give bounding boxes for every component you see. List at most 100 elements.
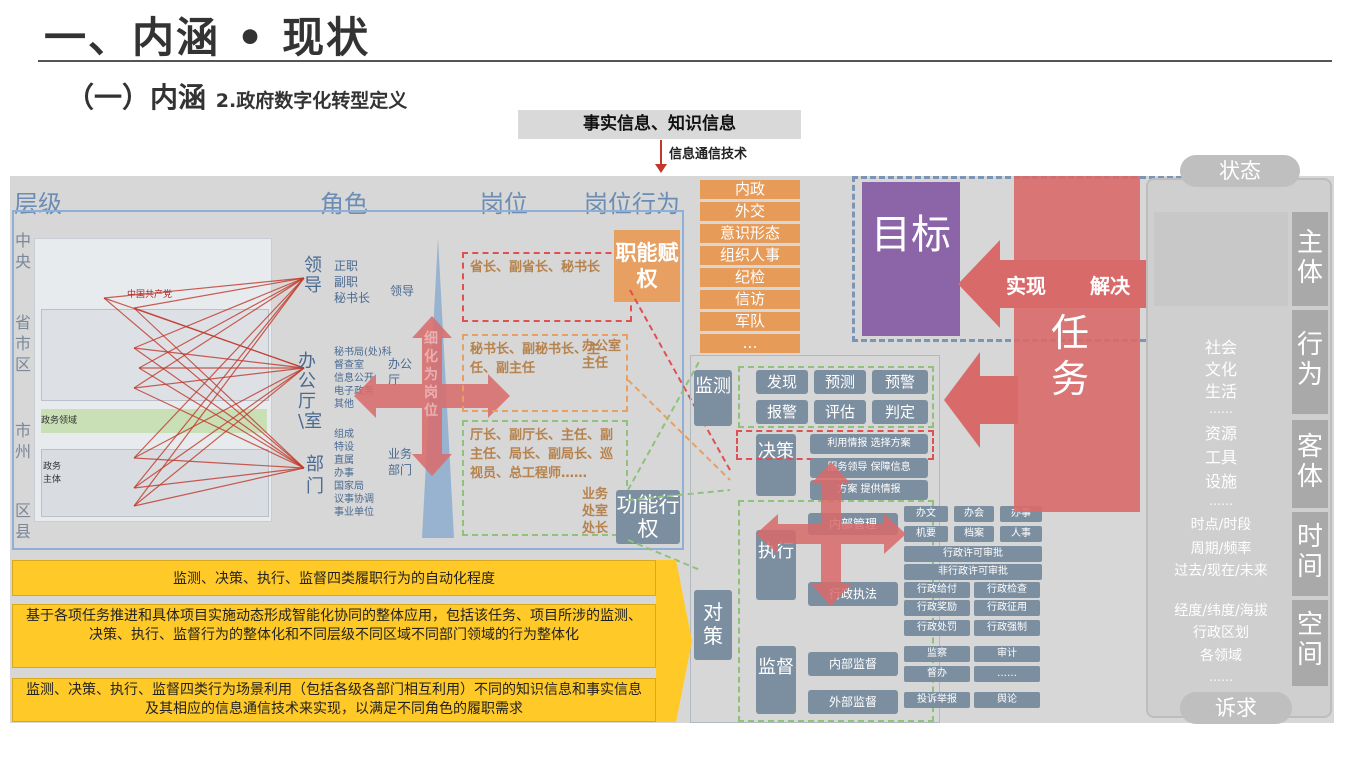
supervise-item: 审计 (974, 646, 1040, 662)
cat-space: 空间 (1292, 600, 1328, 686)
role-connection-lines (103, 277, 305, 507)
note-scenario: 监测、决策、执行、监督四类行为场景利用（包括各级各部门相互利用）不同的知识信息和… (12, 678, 656, 722)
object-item: 工具 (1204, 448, 1237, 467)
post-office: 秘书长、副秘书长、主任、副主任 (462, 334, 628, 412)
execute-item: 办文 (904, 506, 948, 522)
role-leader: 领导 (304, 255, 322, 296)
time-item: 时点/时段 (1190, 517, 1252, 533)
connection-line (133, 307, 305, 369)
role-dept-items: 组成特设直属办事国家局议事协调事业单位 (334, 429, 374, 518)
task-left-arrow (944, 352, 1018, 448)
time-item: 周期/频率 (1190, 541, 1252, 557)
connection-line (133, 307, 305, 469)
connection-line (103, 277, 305, 299)
monitor-item: 预警 (872, 370, 928, 394)
object-item: 设施 (1204, 472, 1237, 491)
supervise-internal: 内部监督 (808, 652, 898, 676)
connection-line (133, 277, 305, 459)
cat-behavior: 行为 (1292, 310, 1328, 414)
supervise-item: 舆论 (974, 692, 1040, 708)
role-office: 办公厅\室 (298, 351, 323, 432)
state-ellipse: 状态 (1180, 155, 1300, 187)
politics-item: 外交 (700, 202, 800, 221)
level-county: 区县 (14, 501, 31, 541)
section-title-main: （一）内涵 (66, 81, 207, 114)
behavior-item: 社会 (1204, 338, 1237, 357)
politics-item: 军队 (700, 312, 800, 331)
space-item: …… (1209, 670, 1233, 684)
cat-subject: 主体 (1292, 212, 1328, 306)
politics-item: 意识形态 (700, 224, 800, 243)
decide-item: 利用情报 选择方案 (810, 434, 928, 454)
action-cross-arrow (756, 462, 906, 606)
post-dept: 厅长、副厅长、主任、副主任、局长、副局长、巡视员、总工程师…… (462, 420, 628, 536)
monitor-item: 报警 (756, 400, 808, 424)
section-title: （一）内涵 2.政府数字化转型定义 (66, 76, 407, 116)
connection-line (133, 457, 305, 469)
section-title-small: 2.政府数字化转型定义 (215, 90, 408, 112)
execute-item: 行政给付 (904, 582, 970, 598)
connection-line (133, 347, 305, 469)
connection-line (133, 347, 305, 369)
party-label: 中国共产党 (127, 290, 173, 300)
execute-item: 人事 (1000, 526, 1042, 542)
politics-item: 信访 (700, 290, 800, 309)
execute-item: 机要 (904, 526, 948, 542)
task-bar (1014, 176, 1140, 512)
gov-area-label: 政务领域 (41, 416, 78, 426)
execute-item: 行政强制 (974, 620, 1040, 636)
connection-line (133, 367, 305, 459)
empower-tag: 职能赋权 (614, 230, 680, 302)
time-item: 过去/现在/未来 (1174, 563, 1268, 579)
politics-item: 组织人事 (700, 246, 800, 265)
execute-item: 行政处罚 (904, 620, 970, 636)
behavior-item: 文化 (1204, 360, 1237, 379)
page-title: 一、内涵 • 现状 (44, 13, 371, 62)
role-office-tag: 办公厅 (388, 357, 413, 387)
supervise-external: 外部监督 (808, 690, 898, 714)
object-item: …… (1209, 494, 1233, 508)
task-label: 任务 (1050, 311, 1089, 401)
note-automation: 监测、决策、执行、监督四类履职行为的自动化程度 (12, 560, 656, 596)
down-arrow-icon (655, 140, 667, 173)
monitor-item: 评估 (814, 400, 866, 424)
connection-line (133, 277, 305, 489)
supervise-label: 监督 (756, 646, 796, 714)
politics-item: … (700, 334, 800, 353)
connection-line (138, 277, 305, 369)
level-central: 中央 (14, 231, 31, 271)
connection-line (133, 277, 305, 507)
left-panel (12, 210, 684, 550)
monitor-item: 判定 (872, 400, 928, 424)
level-city: 市州 (14, 421, 31, 461)
double-arrow (958, 240, 1188, 328)
connection-line (133, 367, 305, 389)
monitor-item: 预测 (814, 370, 866, 394)
note-integration: 基于各项任务推进和具体项目实施动态形成智能化协同的整体应用，包括该任务、项目所涉… (12, 604, 656, 668)
post-dept-tag: 业务处室处长 (582, 487, 609, 536)
yellow-pointer (656, 560, 692, 722)
politics-list: 内政 外交 意识形态 组织人事 纪检 信访 军队 … (700, 180, 800, 353)
execute-item: 行政征用 (974, 600, 1040, 616)
connection-line (138, 367, 305, 469)
level-province: 省市区 (14, 313, 31, 374)
politics-item: 内政 (700, 180, 800, 199)
dashed-links (627, 289, 731, 571)
monitor-item: 发现 (756, 370, 808, 394)
connection-line (133, 367, 305, 489)
execute-item: 档案 (954, 526, 994, 542)
object-item: 资源 (1204, 424, 1237, 443)
achieve-label: 实现 (1006, 274, 1046, 298)
refine-label: 细化为岗位 (424, 331, 438, 419)
cat-object: 客体 (1292, 420, 1328, 508)
tech-label: 信息通信技术 (669, 147, 748, 162)
subject-bg (1154, 212, 1288, 306)
connection-line (103, 297, 305, 469)
supervise-item: 督办 (904, 666, 970, 682)
actor-label: 政务主体 (43, 462, 62, 485)
policy-label: 对策 (694, 590, 732, 660)
connection-line (133, 277, 305, 349)
function-tag: 功能行权 (616, 490, 680, 544)
post-office-tag: 办公室主任 (582, 339, 622, 371)
role-dept: 部门 (306, 454, 324, 497)
